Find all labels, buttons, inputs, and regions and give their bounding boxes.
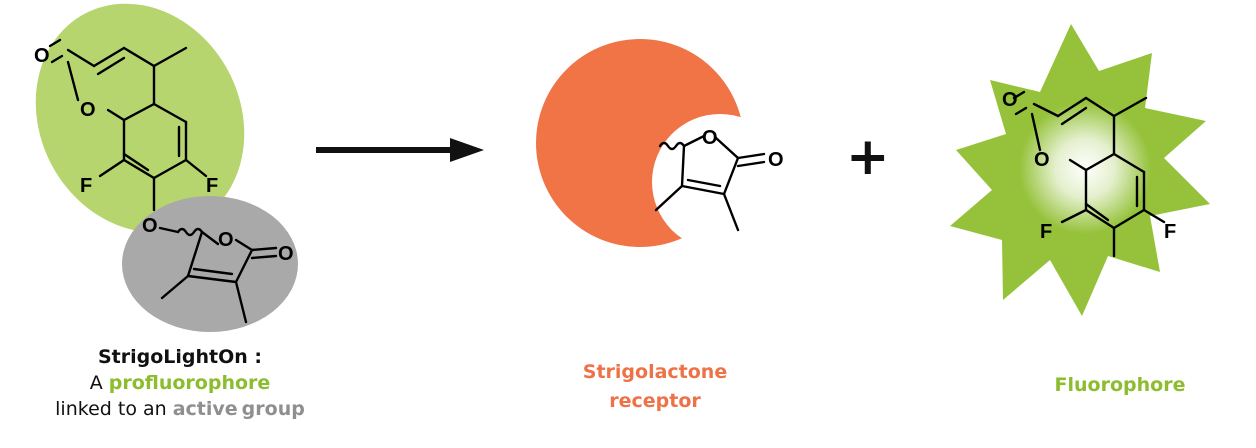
strigolactone-receptor: O O — [536, 39, 788, 250]
atom-o-ring-fluor: O — [1034, 149, 1050, 171]
caption-line-2: A profluorophore — [20, 370, 340, 396]
caption-profluorophore: profluorophore — [108, 372, 271, 394]
fluorophore-bonds — [1012, 90, 1166, 258]
atom-labels: O O F F O O O — [34, 45, 294, 265]
atom-f-left-fluor: F — [1040, 221, 1052, 243]
caption-receptor: Strigolactone receptor — [530, 358, 780, 416]
atom-o-carbonyl: O — [34, 45, 50, 67]
caption-line-2-prefix: A — [89, 372, 103, 394]
caption-title: StrigoLightOn : — [97, 346, 263, 368]
atom-f-right: F — [206, 175, 218, 197]
receptor-binding-pocket — [652, 114, 788, 250]
atom-f-right-fluor: F — [1164, 221, 1176, 243]
atom-f-left: F — [80, 175, 92, 197]
atom-o-ring: O — [80, 99, 96, 121]
atom-o-linker: O — [142, 215, 158, 237]
atom-o-carbonyl-bound: O — [768, 149, 784, 171]
caption-group: group — [241, 398, 305, 420]
caption-receptor-line-1: Strigolactone — [582, 361, 728, 383]
caption-active: active — [172, 398, 238, 420]
caption-line-3-prefix: linked to an — [55, 398, 167, 420]
caption-receptor-line-2: receptor — [609, 390, 701, 412]
plus-sign: + — [846, 127, 890, 187]
bound-active-group — [654, 134, 766, 232]
reaction-arrow — [316, 138, 484, 162]
caption-fluorophore: Fluorophore — [1054, 374, 1186, 396]
atom-o-carbonyl-fluor: O — [1002, 89, 1018, 111]
caption-strigolighton: StrigoLightOn : A profluorophore linked … — [20, 344, 340, 422]
fluorophore-molecule: O O F F — [950, 24, 1210, 316]
atom-o-furanone: O — [218, 229, 234, 251]
strigolighton-molecule: O O F F O O O — [34, 3, 298, 332]
atom-o-furanone-carbonyl: O — [278, 243, 294, 265]
bond-lines — [48, 38, 278, 324]
atom-o-furanone-bound: O — [702, 127, 718, 149]
